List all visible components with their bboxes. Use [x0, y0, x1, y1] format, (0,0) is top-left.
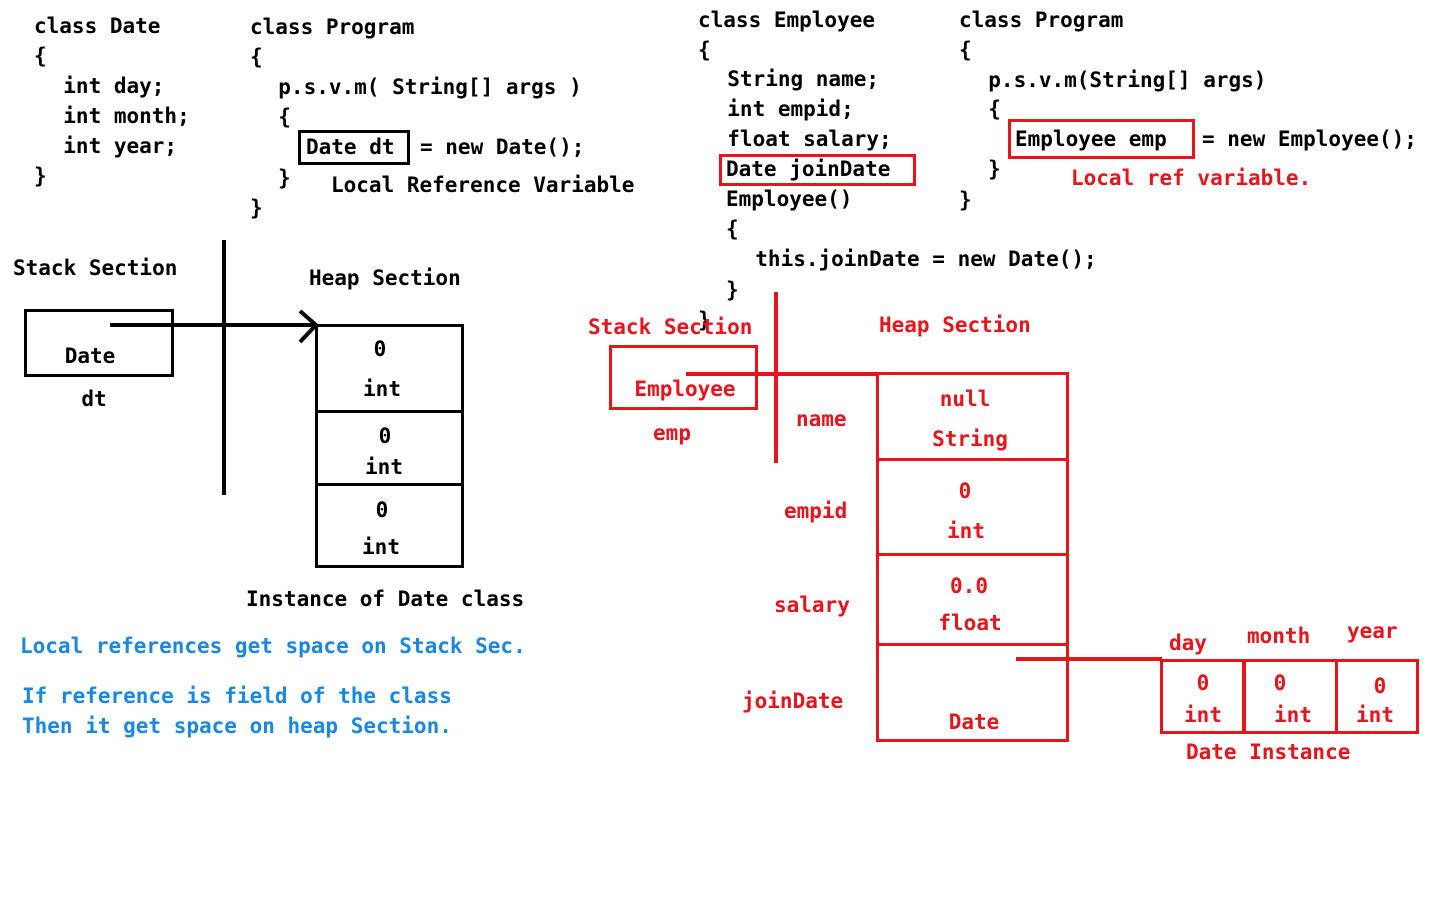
- reference-line: [1016, 657, 1162, 661]
- heap-cell-type: int: [365, 455, 403, 479]
- code-line: class Program: [959, 8, 1124, 32]
- heap-cell-type: float: [938, 611, 1002, 635]
- stack-ref-type: Date: [64, 344, 116, 368]
- heap-cell-value: 0: [958, 479, 972, 503]
- heap-cell-value: 0: [375, 498, 389, 522]
- heap-cell: [315, 483, 464, 568]
- heap-cell-value: 0: [1273, 671, 1287, 695]
- code-line: this.joinDate = new Date();: [730, 247, 1097, 271]
- decl-highlight-box: [1008, 119, 1195, 159]
- note-line: Then it get space on heap Section.: [22, 714, 452, 738]
- heap-section-title: Heap Section: [309, 266, 461, 290]
- code-line: }: [988, 157, 1001, 181]
- stack-heap-divider: [222, 240, 226, 495]
- code-line: int day;: [38, 74, 165, 98]
- local-ref-decl: Date dt: [306, 135, 395, 159]
- code-line: {: [253, 105, 291, 129]
- code-line: {: [726, 217, 739, 241]
- code-line: {: [698, 38, 711, 62]
- code-line: }: [698, 308, 711, 332]
- reference-arrow: [110, 323, 316, 327]
- date-field-label: day: [1169, 631, 1207, 655]
- code-line: class Employee: [698, 8, 876, 32]
- field-name: joinDate: [742, 689, 844, 713]
- code-line: = new Employee();: [1202, 127, 1417, 151]
- date-field-label: year: [1347, 619, 1398, 643]
- code-line: {: [250, 45, 263, 69]
- code-line: p.s.v.m(String[] args): [963, 68, 1267, 92]
- heap-cell-value: 0: [373, 337, 387, 361]
- stack-ref-var: emp: [653, 421, 691, 445]
- heap-cell-type: Date: [948, 710, 1000, 734]
- heap-cell-type: String: [932, 427, 1008, 451]
- heap-cell-type: int: [362, 535, 400, 559]
- field-name: empid: [784, 499, 848, 523]
- code-line: p.s.v.m( String[] args ): [253, 75, 582, 99]
- heap-cell-type: int: [363, 377, 401, 401]
- code-line: = new Date();: [420, 135, 585, 159]
- code-line: }: [250, 196, 263, 220]
- heap-cell-type: int: [1184, 703, 1222, 727]
- heap-cell-type: int: [1274, 703, 1312, 727]
- field-name: salary: [774, 593, 850, 617]
- field-name: name: [796, 407, 847, 431]
- code-line: {: [34, 44, 47, 68]
- stack-ref-type: Employee: [634, 377, 736, 401]
- stack-section-title: Stack Section: [588, 315, 753, 339]
- stack-heap-divider: [774, 292, 778, 463]
- join-date-field: Date joinDate: [726, 157, 891, 181]
- code-line: }: [726, 278, 739, 302]
- field-highlight-box: [719, 154, 916, 186]
- code-line: int month;: [38, 104, 190, 128]
- heap-cell: [876, 643, 1069, 742]
- date-instance-caption: Date Instance: [1186, 740, 1351, 764]
- code-line: float salary;: [702, 127, 892, 151]
- code-line: class Program: [250, 15, 415, 39]
- local-ref-note: Local Reference Variable: [331, 173, 635, 197]
- heap-cell-value: null: [939, 387, 991, 411]
- code-line: String name;: [702, 67, 880, 91]
- stack-ref-box: [609, 345, 758, 410]
- code-line: class Date: [34, 14, 161, 38]
- code-line: {: [963, 97, 1001, 121]
- reference-line: [686, 372, 878, 376]
- code-line: int year;: [38, 134, 178, 158]
- instance-caption: Instance of Date class: [246, 587, 525, 611]
- local-ref-decl: Employee emp: [1015, 127, 1167, 151]
- heap-cell-value: 0: [1373, 674, 1387, 698]
- stack-ref-var: dt: [81, 387, 107, 411]
- code-line: int empid;: [702, 97, 854, 121]
- heap-section-title: Heap Section: [879, 313, 1031, 337]
- stack-section-title: Stack Section: [13, 256, 178, 280]
- heap-cell-type: int: [1356, 703, 1394, 727]
- decl-highlight-box: [298, 130, 410, 165]
- code-line: }: [34, 164, 47, 188]
- note-line: If reference is field of the class: [22, 684, 452, 708]
- heap-cell: [1335, 659, 1419, 734]
- note-line: Local references get space on Stack Sec.: [20, 634, 526, 658]
- heap-cell-value: 0.0: [950, 574, 988, 598]
- heap-cell-value: 0: [378, 424, 392, 448]
- code-line: }: [278, 166, 291, 190]
- code-line: {: [959, 38, 972, 62]
- heap-cell-value: 0: [1196, 671, 1210, 695]
- code-line: Employee(): [726, 187, 853, 211]
- heap-cell-type: int: [947, 519, 985, 543]
- date-field-label: month: [1247, 624, 1311, 648]
- local-ref-note: Local ref variable.: [1071, 166, 1312, 190]
- code-line: }: [959, 188, 972, 212]
- stack-ref-box: [24, 309, 174, 377]
